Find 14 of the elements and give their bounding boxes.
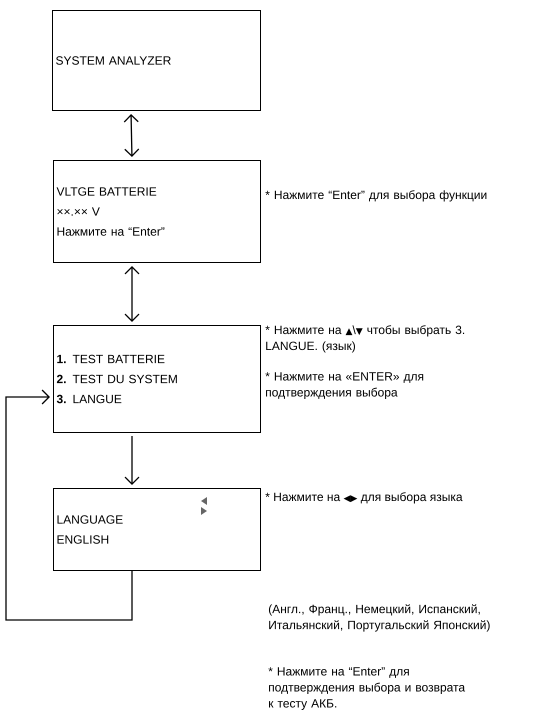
note-text: * Нажмите на «ENTER» для подтверждения выбора: [265, 372, 424, 399]
screen-box: SYSTEM ANALYZER: [52, 10, 261, 111]
screen-box: VLTGE BATTERIE ××.×× V Нажмите на “Enter”: [53, 160, 261, 263]
screen-box: LANGUAGE ENGLISH: [53, 488, 261, 571]
note-text: (Англ., Франц., Немецкий, Испанский, Итальянский, Португальский Японский): [268, 604, 490, 632]
screen-box: 1. TEST BATTERIE 2. TEST DU SYSTEM 3. LANGUE: [53, 325, 261, 433]
arrow: [5, 390, 133, 621]
arrow: [124, 114, 140, 157]
note-text: * Нажмите на ◀▶ для выбора языка: [265, 492, 463, 504]
note-text: * Нажмите на ▲\▼ чтобы выбрать 3. LANGUE. (язык): [265, 325, 464, 352]
arrow: [124, 266, 140, 322]
note-text: * Нажмите на “Enter” для подтверждения выбора и возврата к тесту АКБ.: [268, 667, 466, 710]
arrow: [124, 436, 140, 485]
note-text: * Нажмите “Enter” для выбора функции: [265, 190, 486, 202]
